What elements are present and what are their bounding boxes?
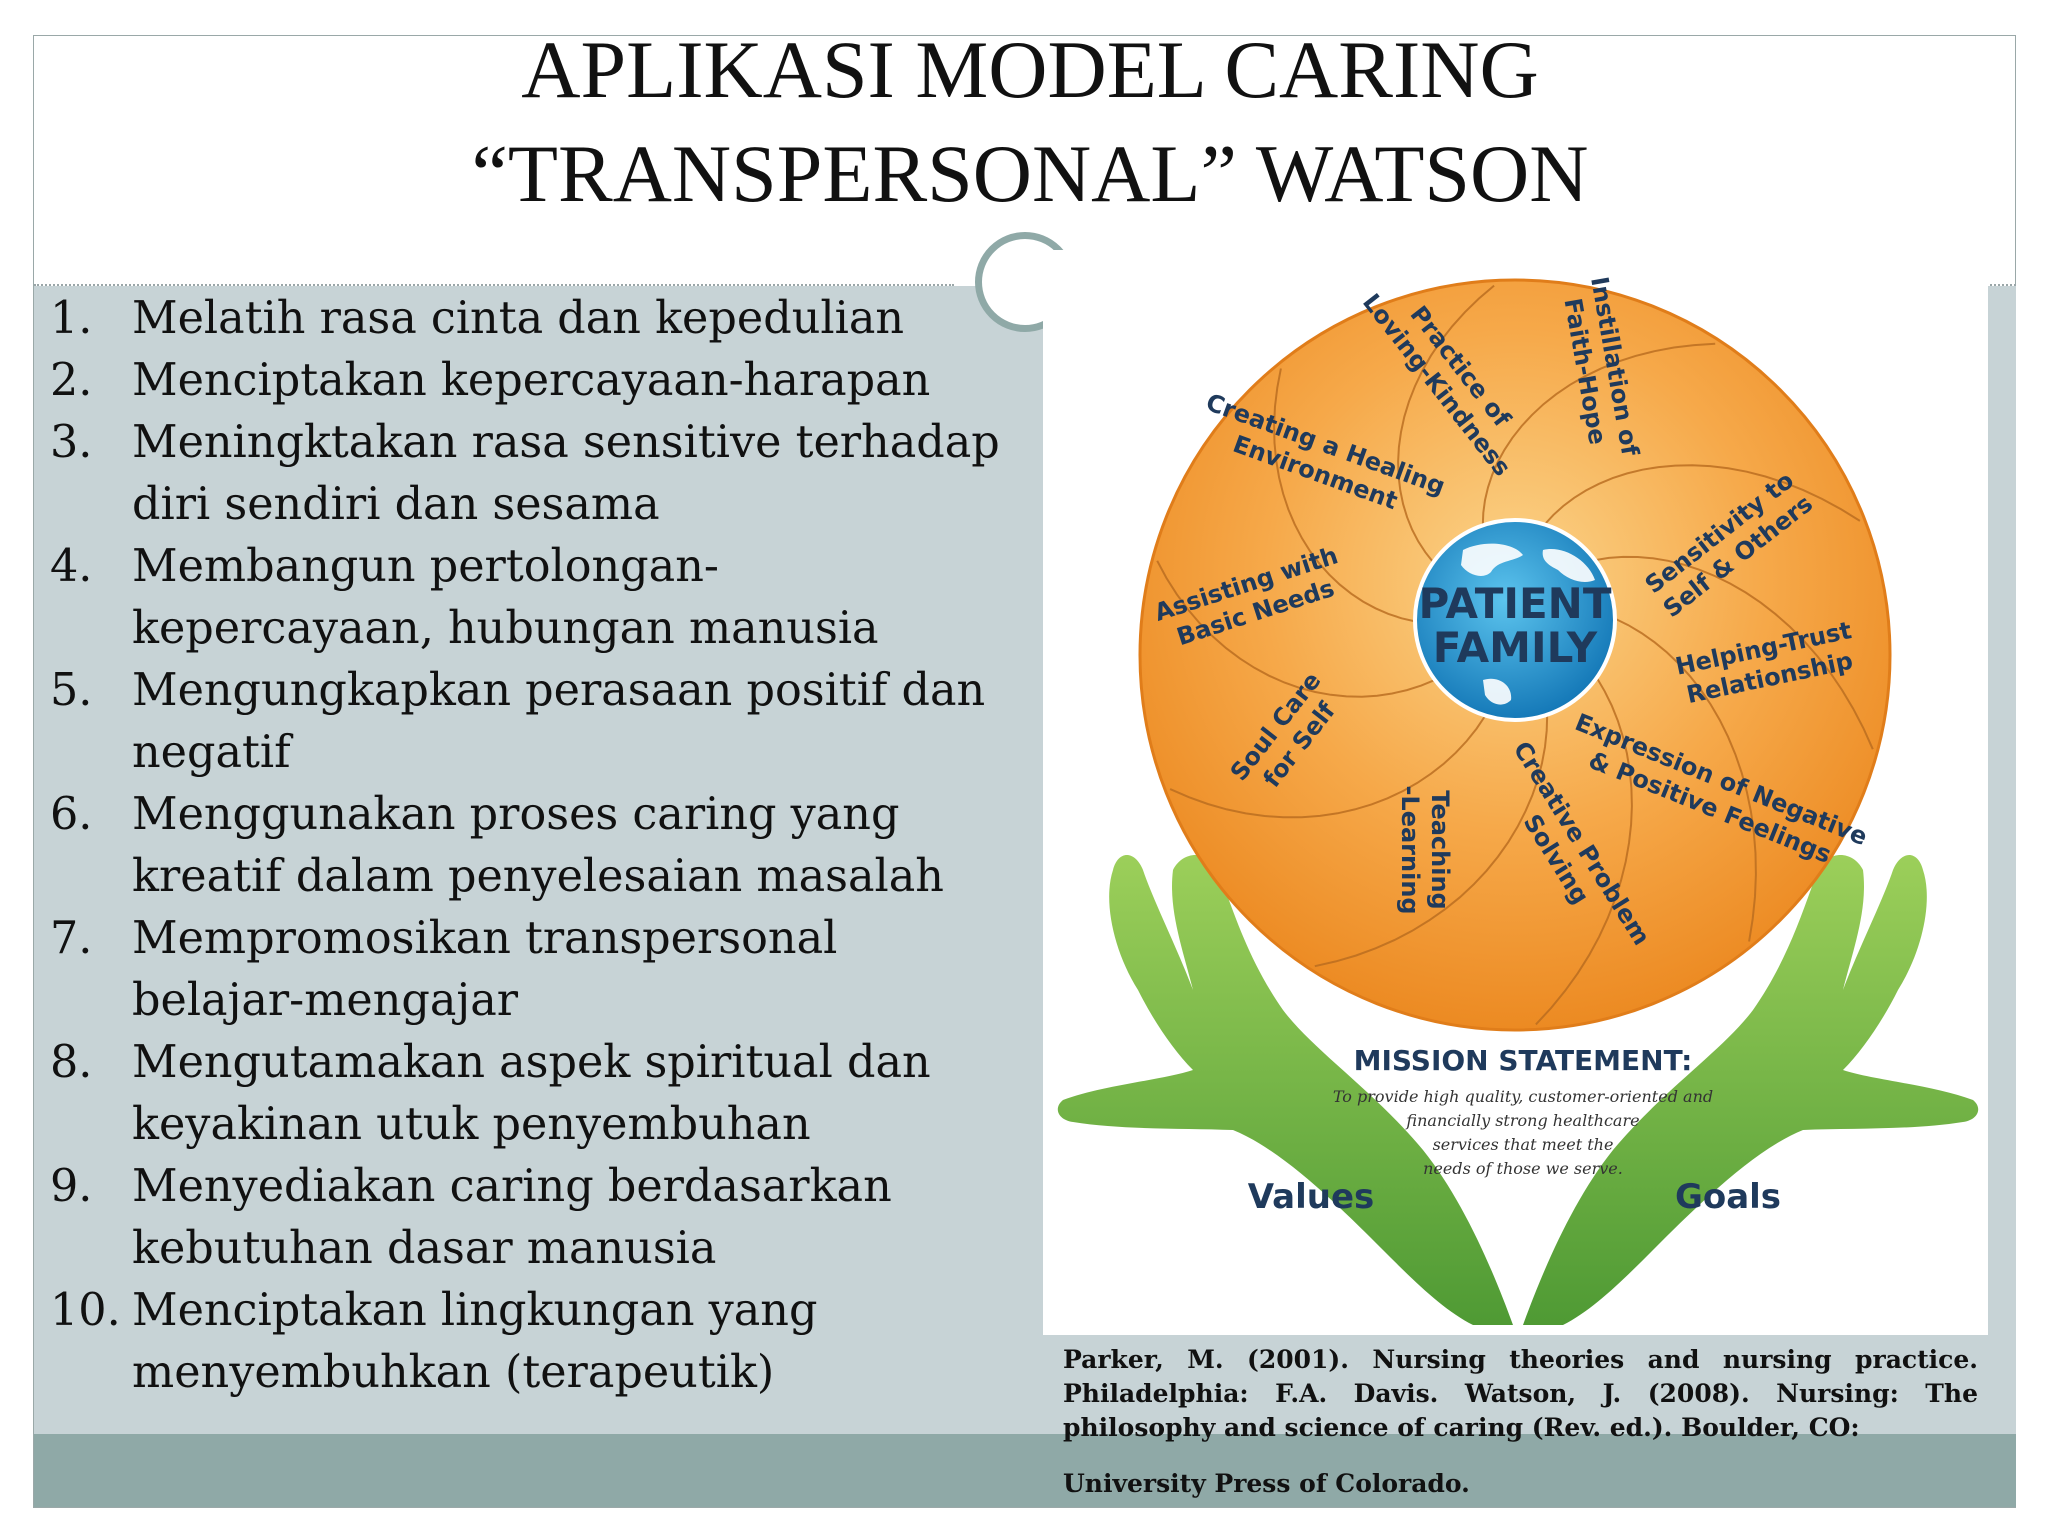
sphere-dividers: [1156, 284, 1874, 1026]
goals-label: Goals: [1675, 1177, 1781, 1217]
citation-publisher: University Press of Colorado.: [1063, 1469, 1470, 1498]
list-number: 9.: [50, 1161, 93, 1212]
list-item: 5. Mengungkapkan perasaan positif dan neg…: [50, 660, 1020, 784]
mission-line: To provide high quality, customer-orient…: [1333, 1087, 1713, 1106]
list-item: 1. Melatih rasa cinta dan kepedulian: [50, 288, 1020, 350]
caring-factors-list: 1. Melatih rasa cinta dan kepedulian 2. Me…: [50, 288, 1020, 1404]
list-text: Mempromosikan transpersonal belajar-meng…: [132, 913, 838, 1026]
sphere-divider-line: [1594, 555, 1874, 750]
list-number: 7.: [50, 913, 93, 964]
sphere-divider-line: [1535, 677, 1633, 1026]
list-text: Mengutamakan aspek spiritual dan keyakin…: [132, 1037, 931, 1150]
list-number: 2.: [50, 355, 93, 406]
footer-band: [34, 1434, 2016, 1507]
list-number: 1.: [50, 293, 93, 344]
sphere-divider-line: [1169, 714, 1487, 819]
list-number: 6.: [50, 789, 93, 840]
list-text: Menyediakan caring berdasarkan kebutuhan…: [132, 1161, 892, 1274]
list-text: Menciptakan kepercayaan-harapan: [132, 355, 931, 406]
list-number: 8.: [50, 1037, 93, 1088]
values-label: Values: [1248, 1177, 1375, 1217]
left-hand-shape: [1057, 855, 1513, 1325]
sphere-divider-line: [1156, 560, 1436, 698]
list-item: 6. Menggunakan proses caring yang kreatif…: [50, 784, 1020, 908]
list-item: 8. Mengutamakan aspek spiritual dan keyak…: [50, 1032, 1020, 1156]
svg-text:-Learning: -Learning: [1396, 785, 1424, 914]
list-number: 5.: [50, 665, 93, 716]
list-number: 10.: [50, 1285, 121, 1336]
mission-line: financially strong healthcare: [1405, 1111, 1639, 1130]
list-item: 10.Menciptakan lingkungan yang menyembuh…: [50, 1280, 1020, 1404]
segment-label-teaching-learning: Teaching-Learning: [1396, 785, 1454, 914]
list-text: Membangun pertolongan-kepercayaan, hubun…: [132, 541, 879, 654]
list-number: 3.: [50, 417, 93, 468]
list-text: Menciptakan lingkungan yang menyembuhkan…: [132, 1285, 818, 1398]
sphere-divider-line: [1543, 464, 1861, 526]
mission-line: services that meet the: [1433, 1135, 1614, 1154]
sphere-divider-line: [1314, 714, 1549, 968]
globe-continents: [1461, 543, 1595, 705]
list-text: Meningktakan rasa sensitive terhadap dir…: [132, 417, 1000, 530]
list-item: 4. Membangun pertolongan-kepercayaan, hub…: [50, 536, 1020, 660]
title-divider-right: [1990, 284, 2016, 286]
center-label-family: FAMILY: [1433, 623, 1598, 672]
sphere-divider-line: [1273, 368, 1416, 623]
list-item: 7. Mempromosikan transpersonal belajar-me…: [50, 908, 1020, 1032]
list-item: 9. Menyediakan caring berdasarkan kebutuh…: [50, 1156, 1020, 1280]
title-line-2: “TRANSPERSONAL” WATSON: [471, 128, 1589, 219]
center-label-patient: PATIENT: [1419, 579, 1612, 628]
list-text: Menggunakan proses caring yang kreatif d…: [132, 789, 944, 902]
sphere-divider-line: [1481, 342, 1716, 526]
slide-title: APLIKASI MODEL CARING “TRANSPERSONAL” WA…: [200, 18, 1860, 226]
list-item: 2. Menciptakan kepercayaan-harapan: [50, 350, 1020, 412]
list-number: 4.: [50, 541, 93, 592]
right-hand-shape: [1523, 855, 1979, 1325]
title-line-1: APLIKASI MODEL CARING: [521, 24, 1539, 115]
sphere-divider-line: [1397, 284, 1495, 564]
mission-title: MISSION STATEMENT:: [1354, 1044, 1693, 1077]
citation: Parker, M. (2001). Nursing theories and …: [1063, 1343, 1978, 1501]
list-item: 3. Meningktakan rasa sensitive terhadap d…: [50, 412, 1020, 536]
title-divider-left: [34, 284, 954, 286]
sphere-divider-line: [1614, 617, 1757, 942]
list-text: Melatih rasa cinta dan kepedulian: [132, 293, 905, 344]
list-text: Mengungkapkan perasaan positif dan negat…: [132, 665, 986, 778]
citation-text: Parker, M. (2001). Nursing theories and …: [1063, 1345, 1978, 1442]
svg-text:Teaching: Teaching: [1426, 790, 1454, 909]
mission-line: needs of those we serve.: [1423, 1159, 1623, 1178]
